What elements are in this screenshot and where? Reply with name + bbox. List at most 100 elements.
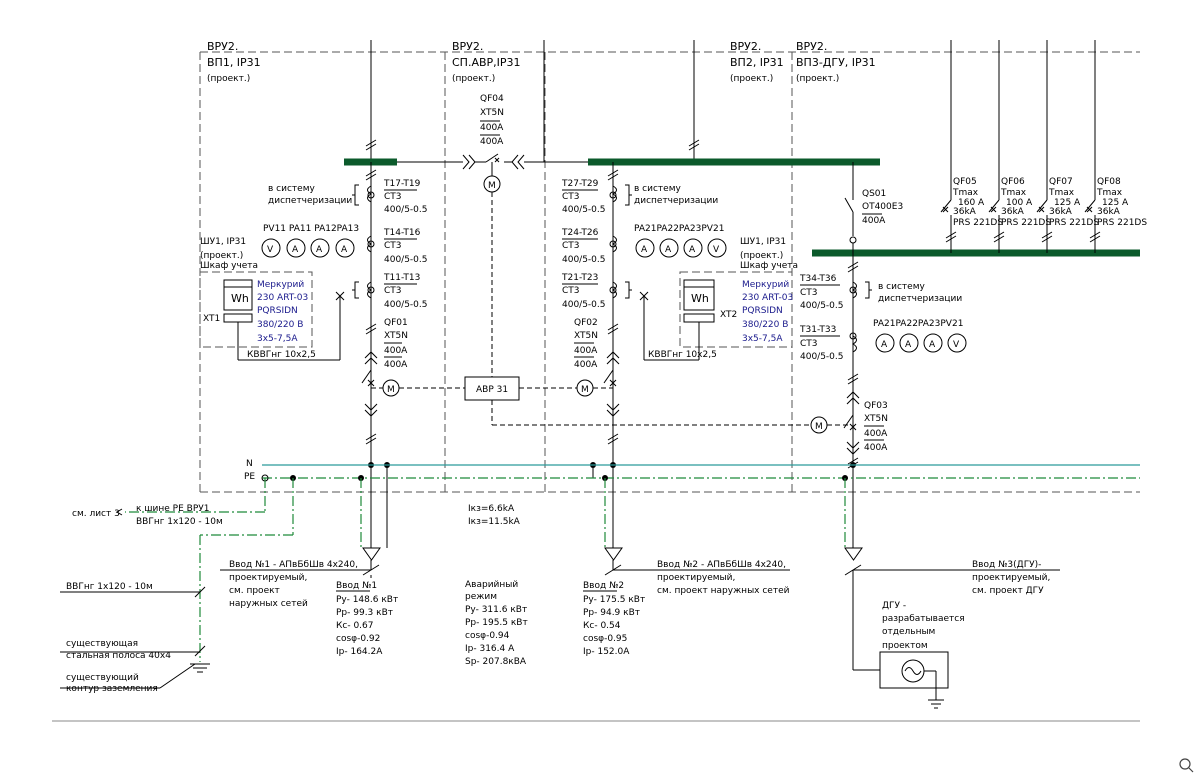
svg-text:A: A	[316, 245, 323, 255]
svg-text:400A: 400A	[574, 360, 598, 370]
input-3-labels: Ввод №3(ДГУ)- проектируемый, см. проект …	[853, 560, 1060, 596]
svg-text:Меркурий: Меркурий	[742, 280, 789, 290]
svg-text:Ввод №1 - АПвБбШв 4х240,: Ввод №1 - АПвБбШв 4х240,	[229, 560, 358, 570]
svg-text:400/5-0.5: 400/5-0.5	[384, 255, 428, 265]
svg-text:100 A: 100 A	[1006, 198, 1033, 208]
svg-text:Меркурий: Меркурий	[257, 280, 304, 290]
svg-text:Кс- 0.67: Кс- 0.67	[336, 621, 374, 631]
short-circuit-values: Iкз=6.6kA Iкз=11.5kA	[468, 504, 521, 527]
svg-text:cosφ-0.95: cosφ-0.95	[583, 634, 627, 644]
feeder-qf05: QF05 Tmax 160 A 36kA PRS 221DS	[940, 177, 1003, 253]
meters-section-2: A A A V	[635, 238, 727, 258]
svg-text:A: A	[929, 340, 936, 350]
metering-cabinet-1: ШУ1, IP31 (проект.) Шкаф учета Wh XT1 Ме…	[199, 237, 345, 361]
svg-text:контур заземления: контур заземления	[66, 684, 158, 694]
svg-text:QF01: QF01	[384, 318, 408, 328]
svg-text:400A: 400A	[864, 429, 888, 439]
svg-text:160 A: 160 A	[958, 198, 985, 208]
svg-text:существующая: существующая	[66, 639, 138, 649]
svg-text:PA21PA22PA23PV21: PA21PA22PA23PV21	[873, 319, 963, 329]
svg-text:CT3: CT3	[800, 339, 818, 349]
svg-text:см. проект наружных сетей: см. проект наружных сетей	[657, 586, 790, 596]
panel-label-vp1: ВРУ2. ВП1, IP31 (проект.)	[207, 40, 261, 84]
svg-text:XT5N: XT5N	[574, 331, 598, 341]
svg-text:(проект.): (проект.)	[796, 74, 839, 84]
svg-text:V: V	[953, 340, 960, 350]
svg-text:(проект.): (проект.)	[200, 251, 243, 261]
svg-text:PA21PA22PA23PV21: PA21PA22PA23PV21	[634, 224, 724, 234]
svg-text:125 A: 125 A	[1102, 198, 1129, 208]
svg-text:cosφ-0.92: cosφ-0.92	[336, 634, 380, 644]
svg-text:CT3: CT3	[562, 192, 580, 202]
input-1-labels: Ввод №1 - АПвБбШв 4х240, проектируемый, …	[220, 560, 398, 657]
svg-text:ВП1, IP31: ВП1, IP31	[207, 56, 261, 69]
svg-text:ВВГнг 1х120 - 10м: ВВГнг 1х120 - 10м	[66, 582, 153, 592]
svg-text:Шкаф учета: Шкаф учета	[740, 261, 798, 271]
svg-text:СП.АВР,IP31: СП.АВР,IP31	[452, 56, 521, 69]
svg-text:PQRSIDN: PQRSIDN	[742, 306, 783, 316]
svg-text:CT3: CT3	[384, 286, 402, 296]
svg-text:(проект.): (проект.)	[730, 74, 773, 84]
svg-text:ДГУ -: ДГУ -	[882, 601, 906, 611]
svg-text:диспетчеризации: диспетчеризации	[878, 294, 962, 304]
svg-text:ВРУ2.: ВРУ2.	[796, 40, 827, 53]
svg-text:режим: режим	[465, 592, 497, 602]
svg-text:400/5-0.5: 400/5-0.5	[384, 300, 428, 310]
svg-text:Pp- 94.9 кВт: Pp- 94.9 кВт	[583, 608, 640, 618]
svg-text:XT5N: XT5N	[864, 414, 888, 424]
svg-text:36kA: 36kA	[1049, 207, 1073, 217]
svg-text:Py- 311.6 кВт: Py- 311.6 кВт	[465, 605, 527, 615]
svg-text:A: A	[881, 340, 888, 350]
svg-text:36kA: 36kA	[953, 207, 977, 217]
svg-text:M: M	[387, 385, 395, 395]
svg-text:A: A	[665, 245, 672, 255]
svg-text:400/5-0.5: 400/5-0.5	[384, 205, 428, 215]
panel-label-sp: ВРУ2. СП.АВР,IP31 (проект.)	[452, 40, 521, 84]
magnifier-icon[interactable]	[1179, 758, 1194, 773]
svg-text:КВВГнг 10х2,5: КВВГнг 10х2,5	[648, 350, 717, 360]
svg-text:АВР 31: АВР 31	[476, 385, 508, 395]
svg-text:(проект.): (проект.)	[740, 251, 783, 261]
svg-text:CT3: CT3	[800, 288, 818, 298]
svg-text:в систему: в систему	[268, 184, 315, 194]
svg-text:cosφ-0.94: cosφ-0.94	[465, 631, 510, 641]
svg-text:400/5-0.5: 400/5-0.5	[562, 205, 606, 215]
svg-text:Py- 148.6 кВт: Py- 148.6 кВт	[336, 595, 398, 605]
svg-text:XT5N: XT5N	[480, 108, 504, 118]
svg-text:QF04: QF04	[480, 94, 504, 104]
svg-text:A: A	[905, 340, 912, 350]
meters-section-1: V A A A	[261, 238, 355, 258]
svg-text:T27-T29: T27-T29	[561, 179, 599, 189]
svg-text:Tmax: Tmax	[1096, 188, 1123, 198]
svg-text:T31-T33: T31-T33	[799, 325, 836, 335]
dgu-generator: ДГУ - разрабатывается отдельным проектом	[879, 601, 965, 709]
svg-text:CT3: CT3	[384, 241, 402, 251]
svg-text:стальная полоса 40х4: стальная полоса 40х4	[66, 651, 171, 661]
svg-text:Tmax: Tmax	[1000, 188, 1027, 198]
svg-text:Аварийный: Аварийный	[465, 580, 518, 590]
svg-text:ШУ1, IP31: ШУ1, IP31	[740, 237, 786, 247]
svg-text:проектируемый,: проектируемый,	[657, 573, 735, 583]
svg-text:QF03: QF03	[864, 401, 888, 411]
svg-text:380/220 В: 380/220 В	[742, 320, 788, 330]
svg-text:A: A	[641, 245, 648, 255]
svg-text:ВП2, IP31: ВП2, IP31	[730, 56, 784, 69]
svg-text:Pp- 195.5 кВт: Pp- 195.5 кВт	[465, 618, 528, 628]
svg-text:36kA: 36kA	[1001, 207, 1025, 217]
svg-text:400/5-0.5: 400/5-0.5	[562, 255, 606, 265]
svg-text:Шкаф учета: Шкаф учета	[200, 261, 258, 271]
svg-text:125 A: 125 A	[1054, 198, 1081, 208]
svg-text:PV11 PA11 PA12PA13: PV11 PA11 PA12PA13	[263, 224, 359, 234]
svg-text:400A: 400A	[480, 137, 504, 147]
svg-text:PRS 221DS: PRS 221DS	[953, 218, 1003, 228]
svg-text:Ввод №2 - АПвБбШв 4х240,: Ввод №2 - АПвБбШв 4х240,	[657, 560, 786, 570]
n-pe-buses: N PE	[244, 459, 1140, 548]
svg-text:QF06: QF06	[1001, 177, 1025, 187]
svg-text:Iкз=11.5kA: Iкз=11.5kA	[468, 517, 521, 527]
grounding: см. лист 3 к шине PE ВРУ1 ВВГнг 1х120 - …	[60, 478, 294, 694]
svg-text:XT2: XT2	[720, 310, 737, 320]
svg-text:M: M	[488, 181, 496, 191]
svg-text:PE: PE	[244, 472, 255, 482]
svg-text:Ввод №1: Ввод №1	[336, 581, 377, 591]
svg-text:ШУ1, IP31: ШУ1, IP31	[200, 237, 246, 247]
